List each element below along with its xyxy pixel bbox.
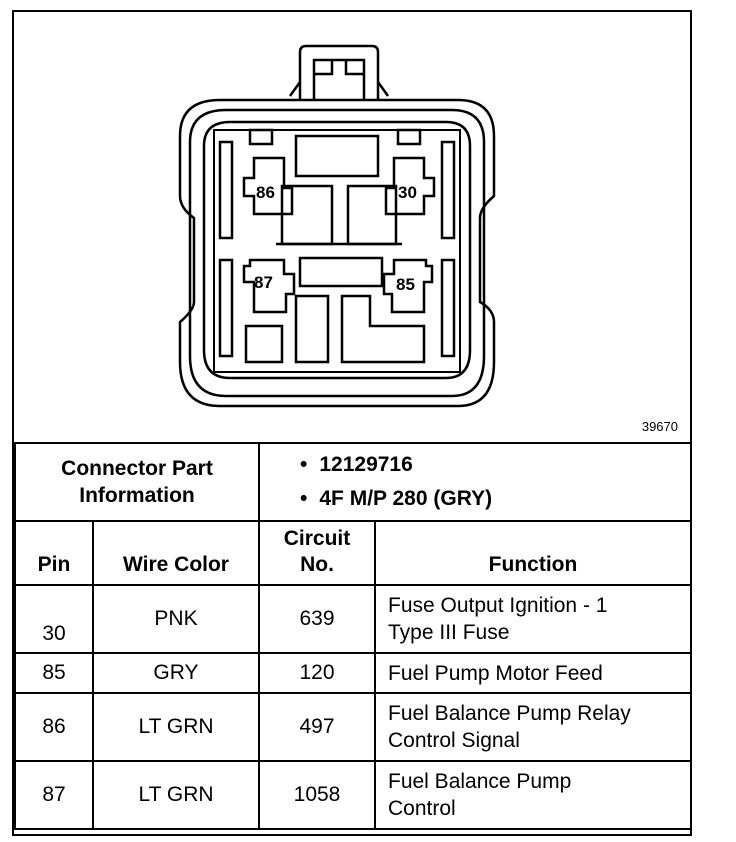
cell-wire-color: PNK	[92, 584, 260, 654]
connector-info-values: 12129716 4F M/P 280 (GRY)	[257, 442, 693, 522]
cell-function: Fuel Balance Pump Control	[373, 760, 693, 830]
cell-function: Fuel Pump Motor Feed	[373, 652, 693, 694]
top-center-block	[294, 134, 380, 178]
table-row: 85 GRY 120 Fuel Pump Motor Feed	[14, 652, 693, 694]
cell-pin: 85	[14, 652, 94, 694]
cavity-30	[384, 156, 436, 216]
connector-face-drawing: 86 30 87 85	[178, 44, 496, 408]
cavity-86	[242, 156, 294, 216]
lower-center-cavity	[294, 294, 330, 364]
connector-housing	[178, 98, 496, 408]
lower-left-cavity	[244, 324, 284, 364]
header-circuit: Circuit No.	[258, 520, 376, 586]
cell-function-line1: Fuel Balance Pump	[388, 770, 572, 793]
cell-circuit: 1058	[258, 760, 376, 830]
cell-wire-color: LT GRN	[92, 692, 260, 762]
cell-function: Fuel Balance Pump Relay Control Signal	[373, 692, 693, 762]
cell-function-line2: Type III Fuse	[388, 621, 510, 644]
header-wire-color: Wire Color	[92, 520, 260, 586]
header-circuit-line2: No.	[300, 553, 334, 576]
cell-circuit: 120	[258, 652, 376, 694]
cavity-85	[382, 258, 434, 314]
connector-part-number: 12129716	[300, 448, 690, 482]
latch-tab	[288, 44, 390, 100]
pin-label-86: 86	[256, 183, 275, 202]
cell-function-line2: Control Signal	[388, 729, 520, 752]
cell-pin: 30	[14, 584, 94, 654]
cavity-87	[242, 258, 296, 314]
cell-function-line1: Fuel Balance Pump Relay	[388, 702, 631, 725]
cell-circuit: 497	[258, 692, 376, 762]
cell-function-line1: Fuel Pump Motor Feed	[388, 661, 603, 685]
connector-description: 4F M/P 280 (GRY)	[300, 482, 690, 516]
table-row: 30 PNK 639 Fuse Output Ignition - 1 Type…	[14, 584, 693, 654]
cell-circuit: 639	[258, 584, 376, 654]
cell-function: Fuse Output Ignition - 1 Type III Fuse	[373, 584, 693, 654]
header-pin: Pin	[14, 520, 94, 586]
top-notch-left	[248, 128, 274, 146]
table-header-row: Pin Wire Color Circuit No. Function	[14, 520, 693, 586]
pin-label-30: 30	[398, 183, 417, 202]
header-circuit-line1: Circuit	[283, 527, 351, 550]
cell-wire-color: GRY	[92, 652, 260, 694]
side-rails	[218, 140, 456, 358]
table-row: 87 LT GRN 1058 Fuel Balance Pump Control	[14, 760, 693, 830]
center-t-block	[280, 184, 398, 246]
table-row: 86 LT GRN 497 Fuel Balance Pump Relay Co…	[14, 692, 693, 762]
cell-pin: 86	[14, 692, 94, 762]
pin-label-85: 85	[396, 275, 415, 294]
top-notch-right	[396, 128, 422, 146]
lower-right-cavity	[340, 294, 426, 364]
figure-number: 39670	[641, 419, 678, 434]
cell-wire-color: LT GRN	[92, 760, 260, 830]
connector-info-label-line1: Connector Part	[61, 457, 213, 480]
cell-function-line2: Control	[388, 797, 456, 820]
pin-label-87: 87	[254, 273, 273, 292]
connector-info-label: Connector Part Information	[14, 442, 260, 522]
middle-bar	[298, 256, 384, 288]
connector-figure-frame: 86 30 87 85 39670 Connector Part Informa…	[12, 10, 693, 836]
connector-diagram: 86 30 87 85 39670	[14, 12, 690, 442]
cell-pin: 87	[14, 760, 94, 830]
header-function: Function	[373, 520, 693, 586]
connector-info-row: Connector Part Information 12129716 4F M…	[14, 442, 693, 522]
connector-pinout-table: Connector Part Information 12129716 4F M…	[14, 442, 693, 830]
connector-info-label-line2: Information	[79, 484, 195, 507]
cell-function-line1: Fuse Output Ignition - 1	[388, 594, 608, 617]
